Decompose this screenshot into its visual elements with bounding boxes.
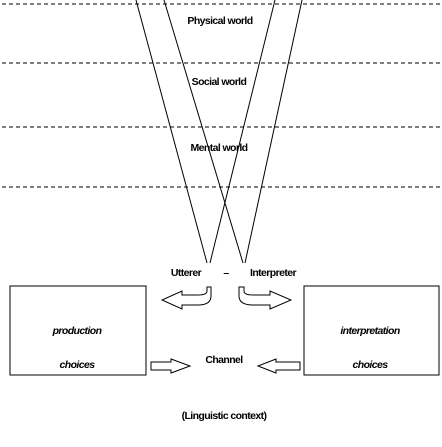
utterer-label: Utterer <box>171 267 202 279</box>
interpretation-label: interpretation <box>340 325 399 337</box>
interpretation-choices-box <box>303 285 440 376</box>
utterer-to-production-arrow-icon <box>160 286 212 310</box>
participant-dash: – <box>223 267 229 279</box>
interpreter-cone-right <box>244 0 303 264</box>
interpreter-to-interpretation-arrow-icon <box>238 286 293 310</box>
interpreter-cone-left <box>163 0 244 264</box>
production-choices-label: choices <box>60 359 96 371</box>
mental-world-label: Mental world <box>191 142 248 154</box>
channel-label: Channel <box>205 354 243 366</box>
physical-world-label: Physical world <box>187 15 252 27</box>
channel-to-interpretation-arrow-icon <box>256 358 301 374</box>
interpreter-label: Interpreter <box>250 267 296 279</box>
production-label: production <box>52 325 102 337</box>
utterer-cone-left <box>135 0 208 264</box>
production-to-channel-arrow-icon <box>150 358 192 374</box>
production-choices-box <box>9 285 147 376</box>
linguistic-context-label: (Linguistic context) <box>182 410 267 422</box>
utterer-cone-right <box>209 0 276 264</box>
social-world-label: Social world <box>192 76 247 88</box>
interpretation-choices-label: choices <box>353 359 389 371</box>
